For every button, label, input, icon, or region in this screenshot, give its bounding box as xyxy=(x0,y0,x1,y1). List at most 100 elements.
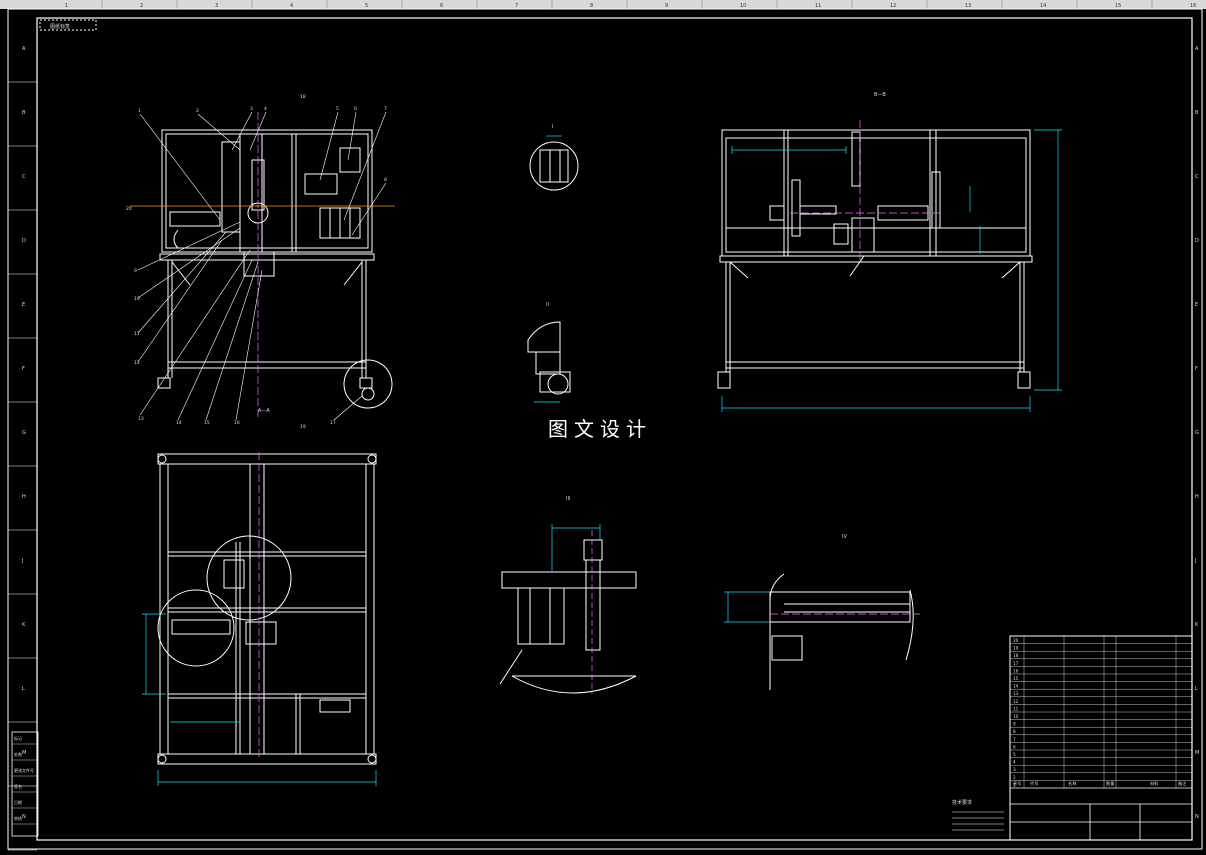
side-ruler-label: C xyxy=(22,174,26,180)
ruler-label: 10 xyxy=(740,3,746,9)
side-ruler-label: H xyxy=(22,494,26,500)
side-ruler-label-right: D xyxy=(1195,238,1199,244)
side-ruler-label: E xyxy=(22,302,25,308)
bom-header: 序号代号名称数量材料备注 xyxy=(1013,780,1187,787)
callout-number: 18 xyxy=(300,94,306,100)
bom-row-number: 20 xyxy=(1013,638,1019,643)
front-view xyxy=(157,129,393,409)
left-revision-block xyxy=(11,731,39,837)
ruler-label: 14 xyxy=(1040,3,1046,9)
callout-number: 19 xyxy=(300,424,306,430)
outer-border xyxy=(7,8,1203,850)
detail-ii-mark: II xyxy=(546,302,549,308)
ruler-label: 6 xyxy=(440,3,443,9)
bom-row-number: 10 xyxy=(1013,714,1019,719)
bom-row-number: 16 xyxy=(1013,668,1019,673)
bom-row-number: 13 xyxy=(1013,691,1019,696)
ruler-label: 2 xyxy=(140,3,143,9)
watermark-text: 图文设计 xyxy=(548,417,652,441)
technical-notes xyxy=(952,811,1004,831)
left-block-label: 审核 xyxy=(14,815,22,821)
bom-row-number: 12 xyxy=(1013,699,1019,704)
side-ruler-label-right: K xyxy=(1195,622,1199,628)
side-ruler-label: D xyxy=(22,238,26,244)
callout-number: 10 xyxy=(134,296,140,302)
bom-row-number: 15 xyxy=(1013,676,1019,681)
side-ruler-label-right: B xyxy=(1195,110,1199,116)
bom-row-number: 7 xyxy=(1013,737,1016,742)
notes-title: 技术要求 xyxy=(952,799,972,806)
side-ruler-label-right: F xyxy=(1195,366,1198,372)
callout-number: 4 xyxy=(264,106,267,112)
side-ruler-label: F xyxy=(22,366,25,372)
side-ruler-label: M xyxy=(22,750,26,756)
bom-row-number: 14 xyxy=(1013,684,1019,689)
bom-header-cell: 序号 xyxy=(1013,780,1021,787)
ruler-label: 7 xyxy=(515,3,518,9)
callout-number: 2 xyxy=(196,108,199,114)
side-ruler-label: N xyxy=(22,814,26,820)
bom-row-number: 1 xyxy=(1013,782,1016,787)
ruler-label: 9 xyxy=(665,3,668,9)
bom-header-cell: 代号 xyxy=(1030,780,1038,787)
title-block-grid xyxy=(1010,787,1192,840)
side-ruler-label: L xyxy=(22,686,25,692)
side-view-section-mark: B—B xyxy=(874,92,886,98)
side-ruler-label-right: J xyxy=(1194,558,1196,564)
front-view-leaders xyxy=(137,111,387,421)
ruler-label: 8 xyxy=(590,3,593,9)
side-ruler-label: B xyxy=(22,110,26,116)
callout-number: 7 xyxy=(384,106,387,112)
ruler-label: 13 xyxy=(965,3,971,9)
detail-ii xyxy=(527,321,571,395)
callout-number: 13 xyxy=(138,416,144,422)
ruler-label: 15 xyxy=(1115,3,1121,9)
top-view-dimensions xyxy=(142,613,377,786)
top-ruler-bar xyxy=(0,0,1206,9)
side-ruler-label-right: G xyxy=(1195,430,1199,436)
ruler-label: 16 xyxy=(1190,3,1196,9)
callout-number: 6 xyxy=(354,106,357,112)
callout-number: 14 xyxy=(176,420,182,426)
bom-row-number: 2 xyxy=(1013,775,1016,780)
left-block-label: 日期 xyxy=(14,799,22,805)
drawing-tag: 图纸标签 xyxy=(50,23,70,30)
callout-number: 1 xyxy=(138,108,141,114)
front-view-section-mark: A—A xyxy=(258,408,270,414)
side-ruler-label: K xyxy=(22,622,26,628)
detail-iii-dimensions xyxy=(551,524,601,572)
ruler-label: 11 xyxy=(815,3,821,9)
callout-number: 15 xyxy=(204,420,210,426)
detail-iv-dimensions xyxy=(724,591,770,623)
side-ruler-label-right: E xyxy=(1195,302,1198,308)
top-view xyxy=(157,453,377,765)
side-ruler-label: G xyxy=(22,430,26,436)
ruler-label: 5 xyxy=(365,3,368,9)
callout-number: 3 xyxy=(250,106,253,112)
ruler-label: 3 xyxy=(215,3,218,9)
drawing-tag-box xyxy=(39,19,97,31)
side-view-dimensions xyxy=(721,129,1062,412)
bom-row-number: 18 xyxy=(1013,653,1019,658)
left-block-label: 更改文件号 xyxy=(14,767,34,773)
left-block-label: 处数 xyxy=(14,751,22,757)
ruler-label: 12 xyxy=(890,3,896,9)
bom-row-number: 19 xyxy=(1013,646,1019,651)
side-ruler-label-right: C xyxy=(1195,174,1199,180)
side-ruler-label: A xyxy=(22,46,26,52)
left-block-label: 签名 xyxy=(14,783,22,789)
bom-header-cell: 材料 xyxy=(1150,780,1159,787)
bom-row-number: 3 xyxy=(1013,767,1016,772)
ruler-label: 1 xyxy=(65,3,68,9)
left-block-label: 标记 xyxy=(14,735,22,741)
side-ruler-label-right: A xyxy=(1195,46,1199,52)
callout-number: 12 xyxy=(134,360,140,366)
bom-row-number: 5 xyxy=(1013,752,1016,757)
callout-number: 9 xyxy=(134,268,137,274)
